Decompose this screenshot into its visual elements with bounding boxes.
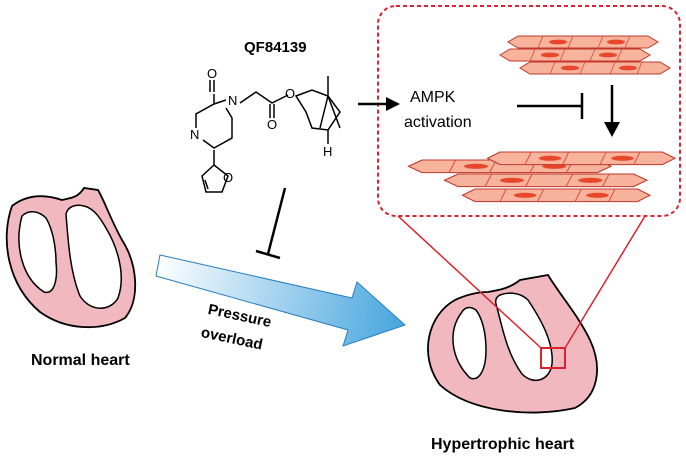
normal-heart-label: Normal heart — [31, 352, 130, 369]
normal-heart-right-chamber — [65, 204, 122, 309]
hypertrophic-heart-left-chamber — [452, 306, 487, 380]
hypertrophic-heart — [427, 274, 598, 414]
hypertrophied-cardiomyocytes — [407, 151, 676, 203]
zoom-region-box — [540, 347, 566, 369]
atom-nitrogen-4: N — [190, 127, 200, 142]
cardiomyocyte-callout — [377, 5, 681, 217]
atom-oxygen-carbonyl: O — [207, 66, 218, 81]
atom-oxygen-furan: O — [223, 170, 234, 185]
ampk-label: AMPK — [410, 89, 456, 106]
normal-heart-left-chamber — [18, 211, 58, 294]
hypertrophy-arrow — [604, 85, 620, 137]
pressure-overload-arrow — [155, 254, 406, 347]
normal-heart — [5, 187, 137, 329]
atom-oxygen-ester-carbonyl: O — [267, 117, 278, 132]
qf84139-structure — [195, 76, 341, 193]
compound-inhibition-symbol — [255, 187, 287, 260]
atom-hydrogen: H — [323, 144, 333, 159]
callout-connector-right — [564, 215, 646, 349]
atom-nitrogen-1: N — [228, 93, 238, 108]
hypertrophic-heart-label: Hypertrophic heart — [431, 436, 575, 453]
activation-label: activation — [404, 114, 472, 131]
atom-oxygen-ester: O — [285, 86, 296, 101]
activation-arrow — [358, 97, 400, 111]
callout-connector-left — [397, 215, 542, 349]
ampk-inhibition-symbol — [517, 93, 584, 119]
compound-name: QF84139 — [244, 39, 307, 56]
hypertrophic-heart-right-chamber — [494, 292, 553, 382]
normal-cardiomyocytes — [499, 35, 671, 75]
